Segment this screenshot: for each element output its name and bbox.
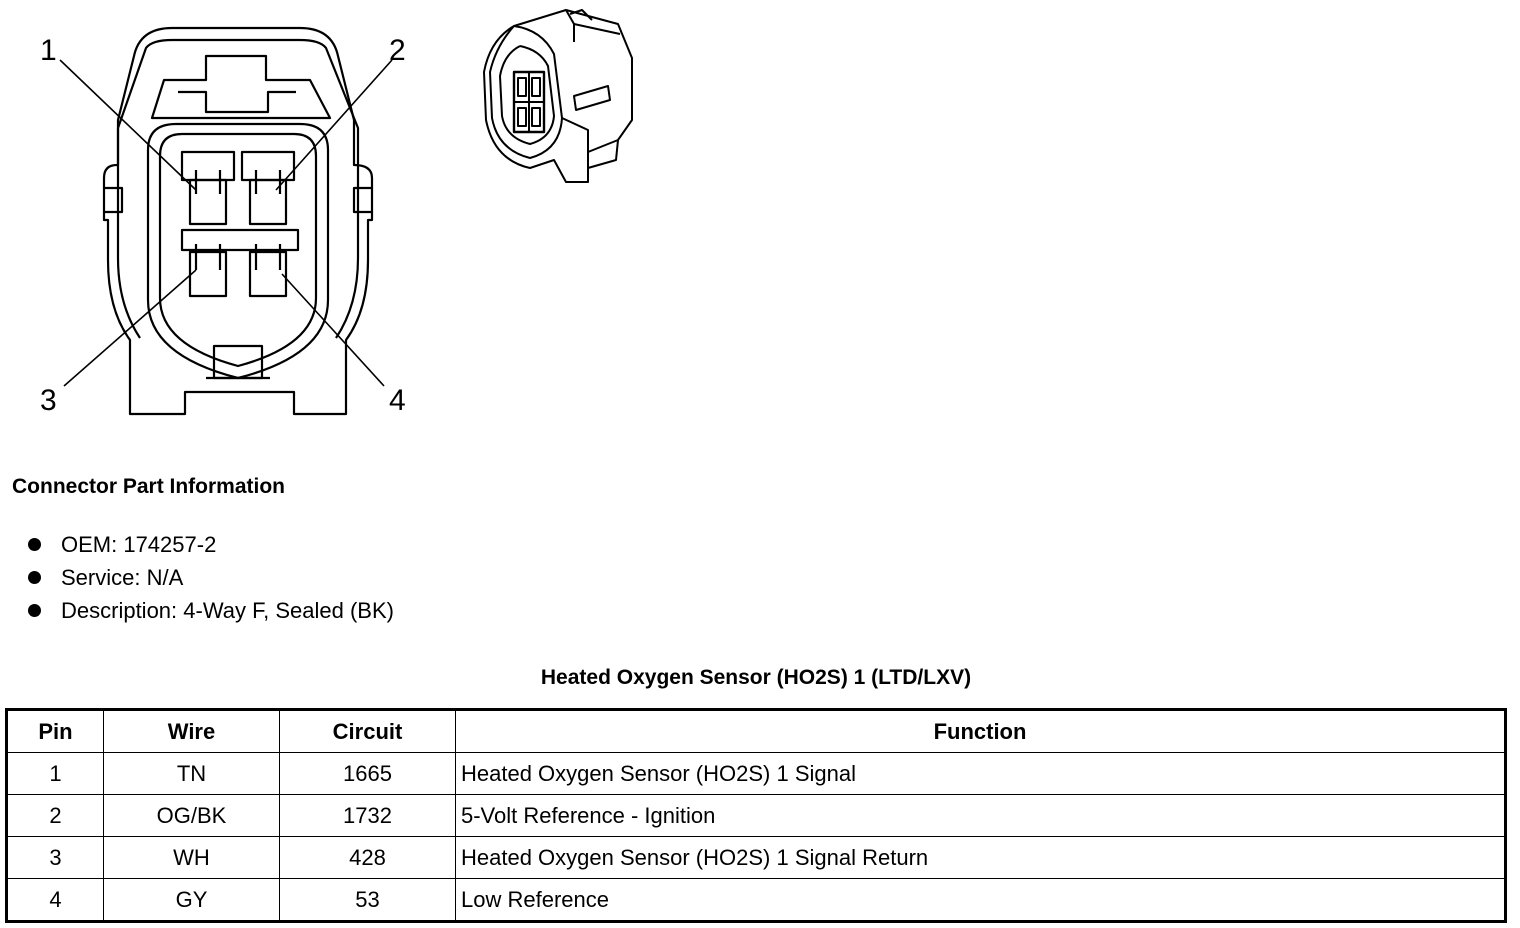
column-header-pin: Pin bbox=[6, 709, 104, 753]
pin-label-1: 1 bbox=[40, 34, 57, 67]
bullet-icon bbox=[28, 538, 41, 551]
cell-wire: WH bbox=[103, 836, 280, 879]
pin-label-3: 3 bbox=[40, 384, 57, 417]
cell-pin: 3 bbox=[6, 836, 104, 879]
list-item-text: Service: N/A bbox=[61, 565, 184, 590]
section-title: Connector Part Information bbox=[12, 475, 286, 498]
column-header-function: Function bbox=[455, 709, 1506, 753]
cell-circuit: 53 bbox=[279, 878, 456, 922]
cell-wire: TN bbox=[103, 752, 280, 795]
table-row: 3 WH 428 Heated Oxygen Sensor (HO2S) 1 S… bbox=[6, 836, 1506, 879]
cell-function: Heated Oxygen Sensor (HO2S) 1 Signal Ret… bbox=[455, 836, 1506, 879]
cell-wire: GY bbox=[103, 878, 280, 922]
bullet-icon bbox=[28, 571, 41, 584]
table-title: Heated Oxygen Sensor (HO2S) 1 (LTD/LXV) bbox=[540, 666, 972, 689]
cell-circuit: 1732 bbox=[279, 794, 456, 837]
table-header-row: Pin Wire Circuit Function bbox=[6, 709, 1506, 753]
part-info-list: OEM: 174257-2 Service: N/A Description: … bbox=[28, 528, 394, 627]
cell-function: Heated Oxygen Sensor (HO2S) 1 Signal bbox=[455, 752, 1506, 795]
cell-circuit: 1665 bbox=[279, 752, 456, 795]
list-item: OEM: 174257-2 bbox=[28, 528, 394, 561]
column-header-wire: Wire bbox=[103, 709, 280, 753]
list-item: Description: 4-Way F, Sealed (BK) bbox=[28, 594, 394, 627]
bullet-icon bbox=[28, 604, 41, 617]
cell-pin: 2 bbox=[6, 794, 104, 837]
table-row: 1 TN 1665 Heated Oxygen Sensor (HO2S) 1 … bbox=[6, 752, 1506, 795]
cell-function: 5-Volt Reference - Ignition bbox=[455, 794, 1506, 837]
cell-pin: 1 bbox=[6, 752, 104, 795]
cell-circuit: 428 bbox=[279, 836, 456, 879]
list-item-text: Description: 4-Way F, Sealed (BK) bbox=[61, 598, 394, 623]
cell-function: Low Reference bbox=[455, 878, 1506, 922]
list-item: Service: N/A bbox=[28, 561, 394, 594]
connector-face-diagram bbox=[59, 26, 393, 416]
column-header-circuit: Circuit bbox=[279, 709, 456, 753]
cell-pin: 4 bbox=[6, 878, 104, 922]
pin-label-4: 4 bbox=[389, 384, 406, 417]
table-row: 2 OG/BK 1732 5-Volt Reference - Ignition bbox=[6, 794, 1506, 837]
connector-isometric-diagram bbox=[483, 9, 633, 183]
table-row: 4 GY 53 Low Reference bbox=[6, 878, 1506, 922]
list-item-text: OEM: 174257-2 bbox=[61, 532, 217, 557]
pin-label-2: 2 bbox=[389, 34, 406, 67]
pinout-table: Pin Wire Circuit Function 1 TN 1665 Heat… bbox=[5, 708, 1507, 923]
cell-wire: OG/BK bbox=[103, 794, 280, 837]
